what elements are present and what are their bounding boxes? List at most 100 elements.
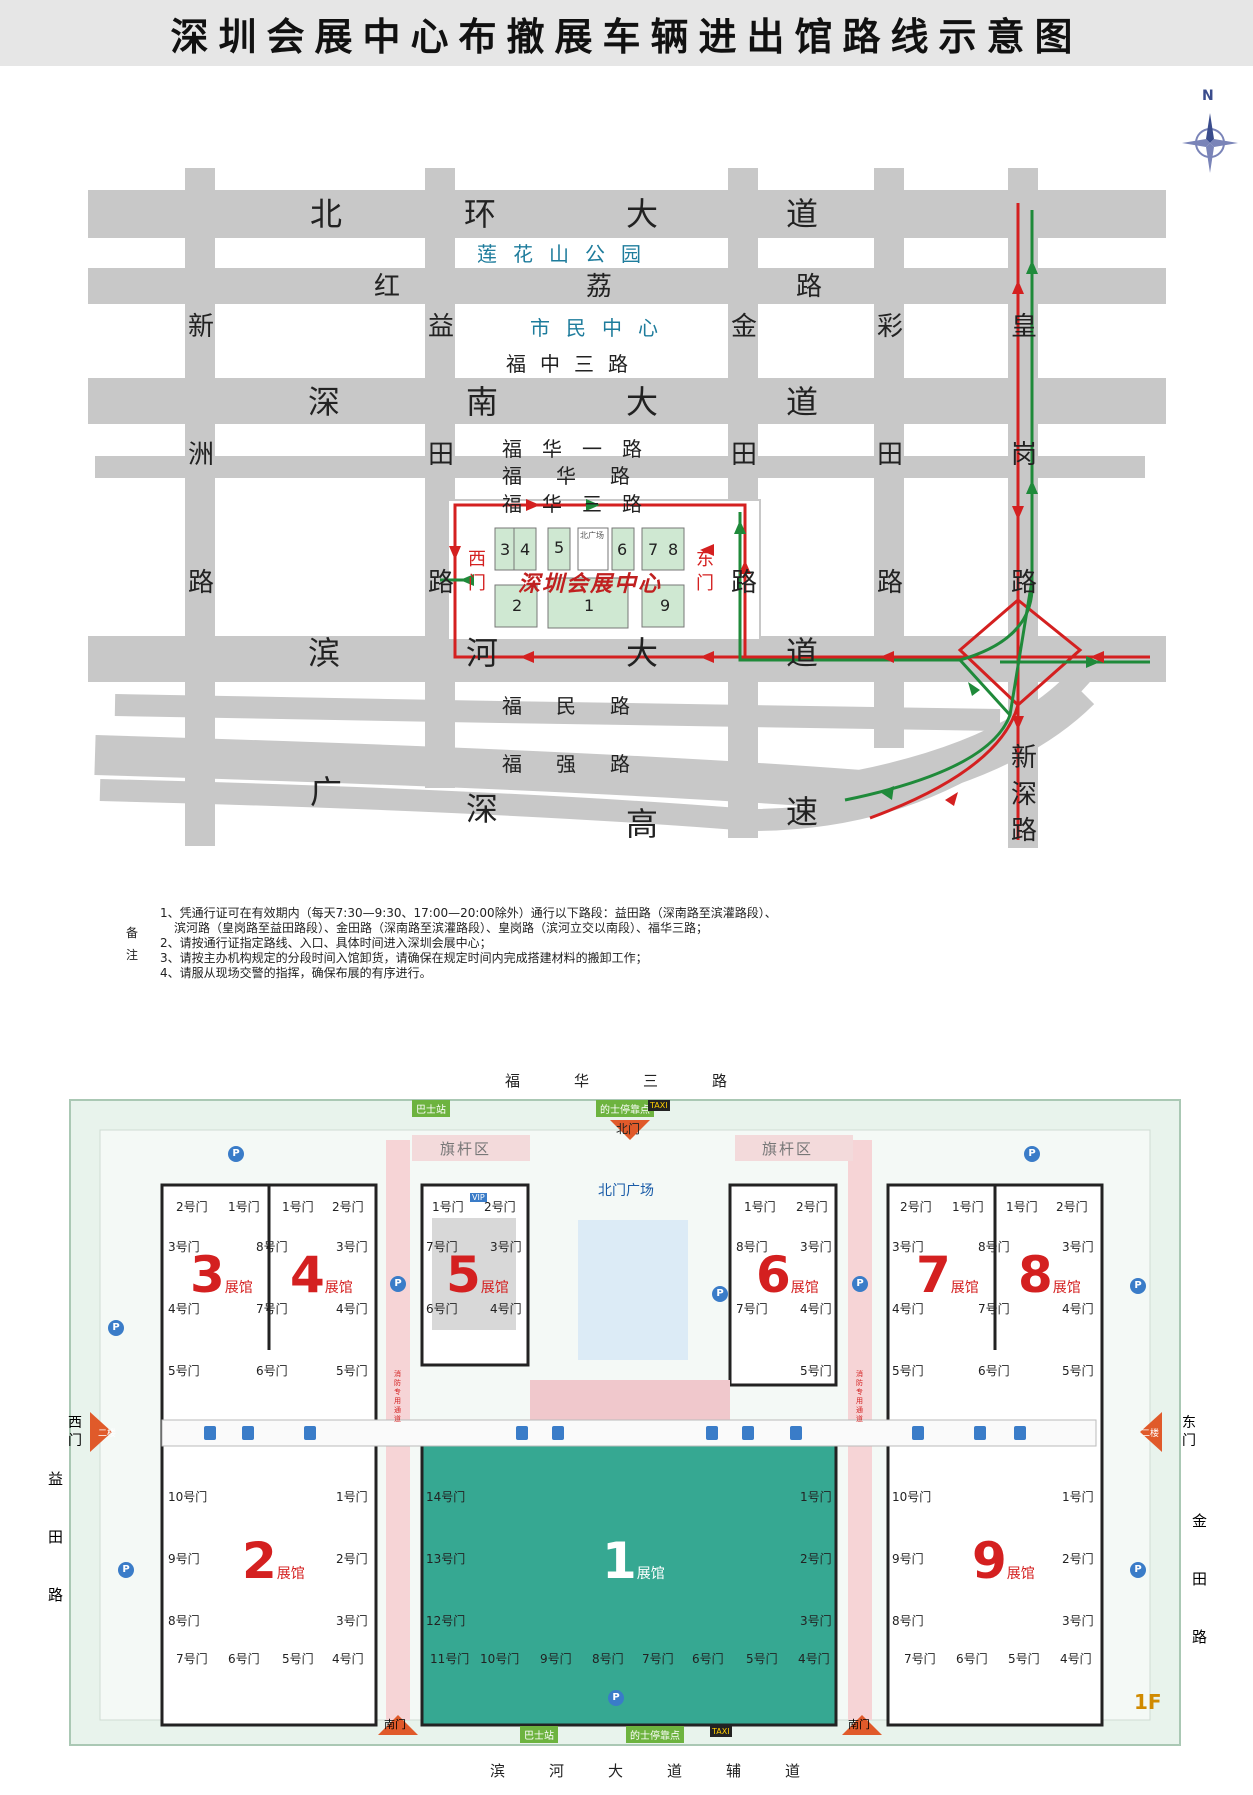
- hall-3-door: 4号门: [168, 1302, 200, 1316]
- hall-suffix: 展馆: [1006, 1566, 1035, 1582]
- compass-north-label: N: [1202, 88, 1214, 104]
- label-fuqiang: 福强路: [502, 752, 664, 776]
- hall-1-door: 14号门: [426, 1490, 466, 1504]
- label-jintian-0: 金: [731, 312, 758, 342]
- hall-1-door: 6号门: [692, 1652, 724, 1666]
- hall-suffix: 展馆: [480, 1280, 509, 1296]
- hall-1-door: 13号门: [426, 1552, 466, 1566]
- note-line: 2、请按通行证指定路线、入口、具体时间进入深圳会展中心；: [160, 936, 492, 950]
- hall-9-door: 8号门: [892, 1614, 924, 1628]
- center-north-plaza: 北广场: [580, 531, 604, 540]
- note-line: 4、请服从现场交警的指挥，确保布展的有序进行。: [160, 966, 432, 980]
- label-shennan-1: 南: [466, 383, 499, 421]
- center-hall-4: 4: [520, 540, 531, 559]
- flag-area-right: 旗杆区: [762, 1140, 814, 1158]
- floor-west-gate-1: 门: [68, 1433, 82, 1449]
- hall-9-door: 5号门: [1008, 1652, 1040, 1666]
- label-jintian-1: 田: [731, 440, 758, 470]
- label-caitian-2: 路: [877, 568, 904, 598]
- hall-block-4: [513, 527, 537, 571]
- label-xinshen-0: 新: [1011, 743, 1038, 773]
- label-shennan-0: 深: [308, 383, 341, 421]
- hall-2-number: 2展馆: [242, 1536, 305, 1586]
- parking-icon: P: [1024, 1146, 1040, 1162]
- note-line: 3、请按主办机构规定的分段时间入馆卸货，请确保在规定时间内完成搭建材料的搬卸工作…: [160, 951, 648, 965]
- hall-9-door: 3号门: [1062, 1614, 1094, 1628]
- center-east-gate-0: 东: [696, 549, 714, 570]
- floor-right-road-2: 路: [1192, 1628, 1208, 1646]
- hall-7-number: 7展馆: [916, 1250, 979, 1300]
- hall-4-door: 8号门: [256, 1240, 288, 1254]
- hall-2-door: 1号门: [336, 1490, 368, 1504]
- south-gate-left: 南门: [384, 1718, 406, 1731]
- notes-side-label: 备 注: [126, 922, 140, 966]
- hall-2-door: 3号门: [336, 1614, 368, 1628]
- label-beihuan-2: 大: [626, 195, 659, 233]
- floor-east-gate-1: 门: [1182, 1433, 1196, 1449]
- label-beihuan-3: 道: [786, 195, 819, 233]
- hall-block-1: [547, 577, 629, 629]
- hall-block-78: [641, 527, 685, 571]
- label-hongli-2: 路: [796, 272, 823, 302]
- hall-6-door: 1号门: [744, 1200, 776, 1214]
- hall-3-door: 1号门: [228, 1200, 260, 1214]
- label-xinshen-1: 深: [1011, 780, 1038, 810]
- parking-icon: P: [108, 1320, 124, 1336]
- label-hongli-0: 红: [374, 272, 401, 302]
- restroom-icon: [1014, 1426, 1026, 1440]
- hall-1-door: 12号门: [426, 1614, 466, 1628]
- hall-7-door: 4号门: [892, 1302, 924, 1316]
- label-xinzhou-2: 路: [188, 568, 215, 598]
- hall-2-door: 8号门: [168, 1614, 200, 1628]
- floor-level-label: 1F: [1134, 1690, 1162, 1714]
- hall-1-door: 10号门: [480, 1652, 520, 1666]
- hall-2-door: 5号门: [282, 1652, 314, 1666]
- restroom-icon: [790, 1426, 802, 1440]
- hall-6-door: 2号门: [796, 1200, 828, 1214]
- restroom-icon: [516, 1426, 528, 1440]
- hall-1-door: 2号门: [800, 1552, 832, 1566]
- road-shennan: [88, 378, 1166, 424]
- label-guangshen-1: 深: [466, 790, 499, 828]
- restroom-icon: [242, 1426, 254, 1440]
- label-shimin: 市民中心: [530, 316, 674, 340]
- exit-route-arrows: [460, 260, 1100, 800]
- restroom-icon: [552, 1426, 564, 1440]
- hall-8-door: 8号门: [978, 1240, 1010, 1254]
- label-yitian-1: 田: [428, 440, 455, 470]
- bus-station-top: 巴士站: [412, 1100, 450, 1117]
- hall-block-2: [494, 584, 538, 628]
- parking-icon: P: [390, 1276, 406, 1292]
- hall-4-door: 3号门: [336, 1240, 368, 1254]
- hall-1-num: 1: [602, 1532, 637, 1590]
- label-huanggang-0: 皇: [1011, 312, 1038, 342]
- floor-left-road: 益 田 路: [48, 1450, 63, 1624]
- label-guangshen-3: 速: [786, 793, 819, 831]
- restroom-icon: [304, 1426, 316, 1440]
- notes-side-1: 注: [126, 948, 139, 962]
- floor-bottom-road: 滨河大道辅道: [490, 1762, 845, 1780]
- hall-suffix: 展馆: [636, 1566, 665, 1582]
- hall-1-door: 8号门: [592, 1652, 624, 1666]
- west-second-floor: 二楼: [98, 1429, 117, 1439]
- hall-8-door: 7号门: [978, 1302, 1010, 1316]
- hall-suffix: 展馆: [790, 1280, 819, 1296]
- center-hall-3: 3: [500, 540, 511, 559]
- hall-9-door: 7号门: [904, 1652, 936, 1666]
- hall-6-door: 3号门: [800, 1240, 832, 1254]
- label-shennan-3: 道: [786, 383, 819, 421]
- hall-suffix: 展馆: [950, 1280, 979, 1296]
- label-guangshen-0: 广: [310, 773, 343, 811]
- center-east-gate: 东 门: [696, 548, 714, 596]
- parking-icon: P: [228, 1146, 244, 1162]
- hall-8-door: 5号门: [1062, 1364, 1094, 1378]
- hall-9-door: 1号门: [1062, 1490, 1094, 1504]
- north-plaza-block: [577, 527, 609, 571]
- hall-2-door: 7号门: [176, 1652, 208, 1666]
- road-hongli: [88, 268, 1166, 304]
- label-xinzhou-1: 洲: [188, 440, 215, 470]
- hall-2-door: 2号门: [336, 1552, 368, 1566]
- fire-lane-right: 消防专用通道: [856, 1370, 863, 1423]
- hall-6-door: 5号门: [800, 1364, 832, 1378]
- hall-1-door: 4号门: [798, 1652, 830, 1666]
